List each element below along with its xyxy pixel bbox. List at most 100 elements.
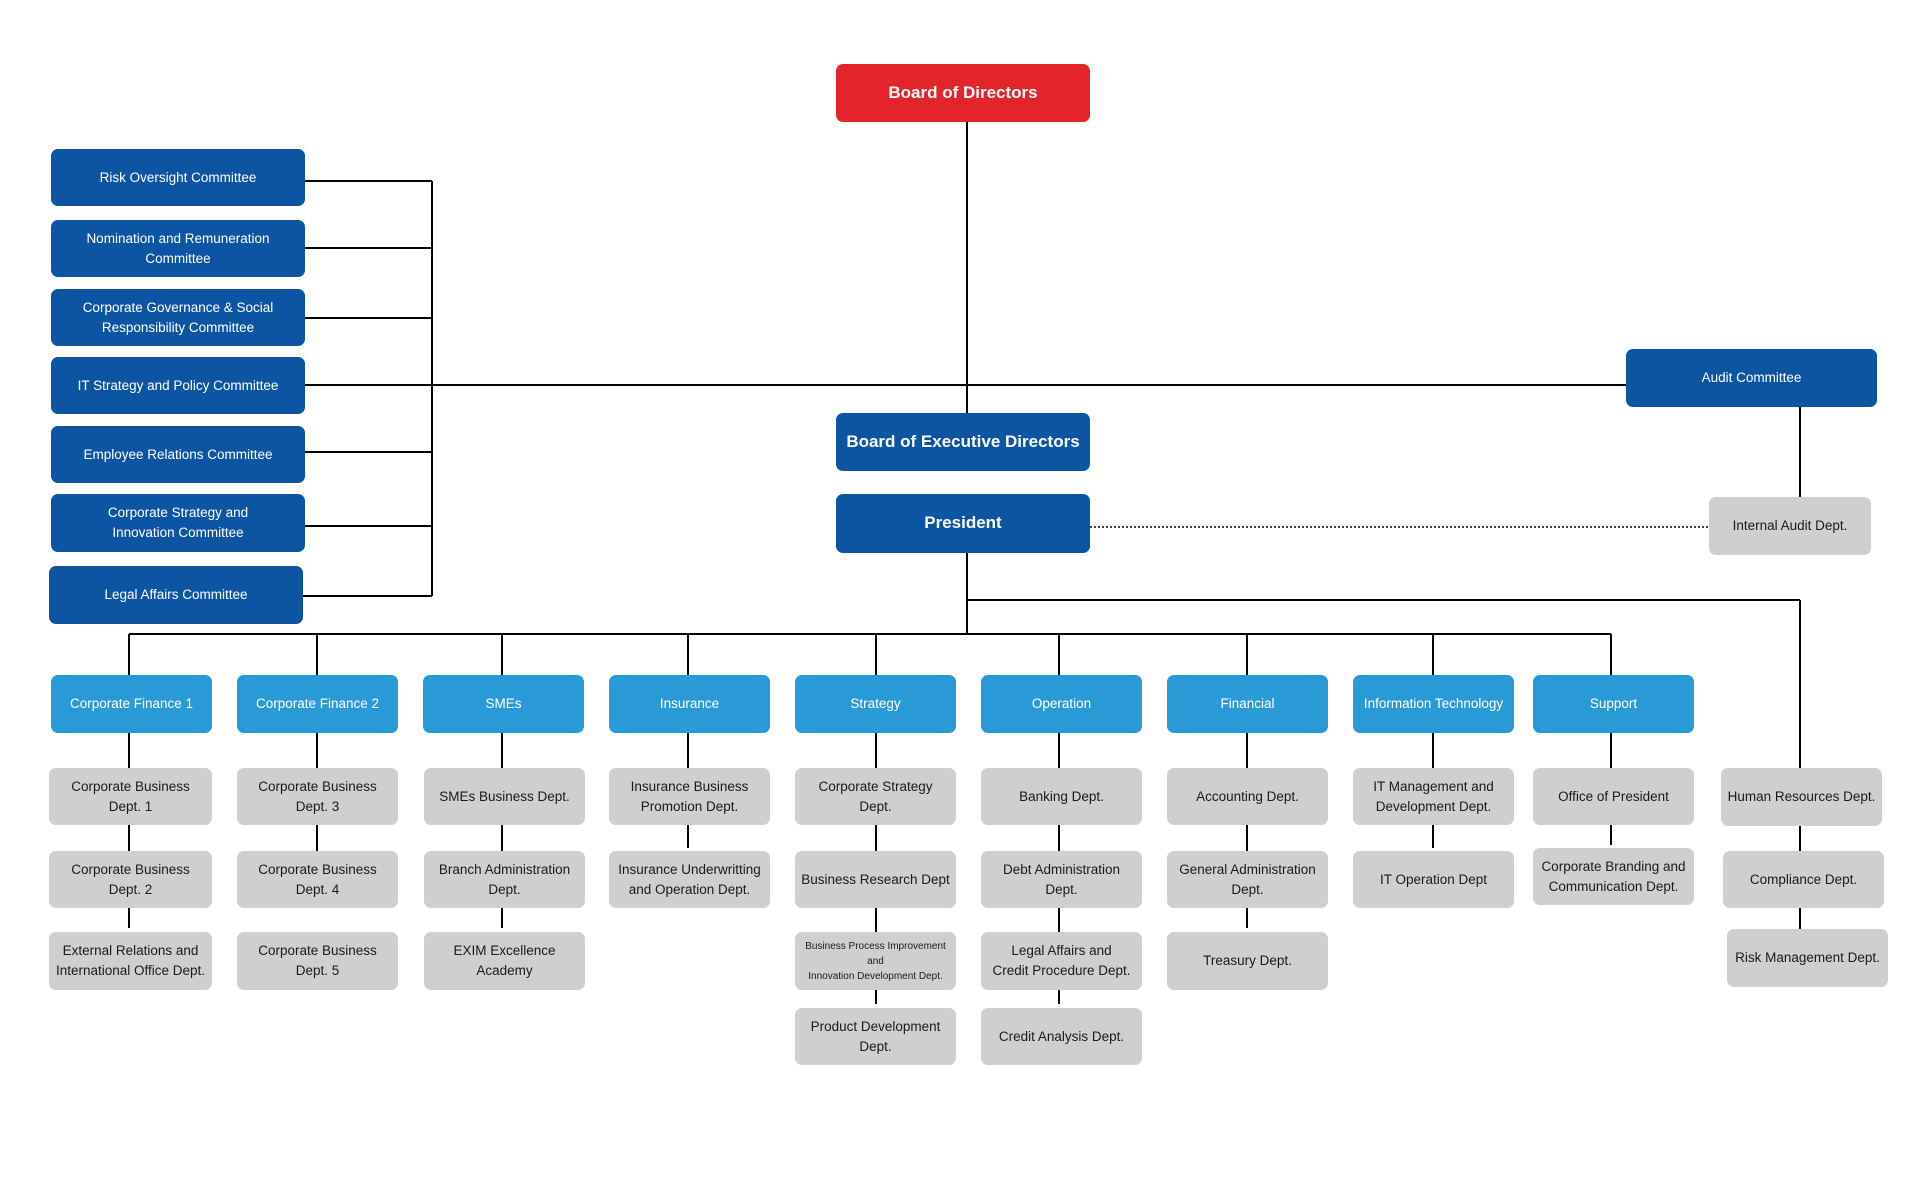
internal-audit-dept-label: Internal Audit Dept. xyxy=(1732,518,1848,534)
dept-box: Business Research Dept xyxy=(795,851,956,908)
dept-label: Corporate Business Dept. 1 xyxy=(71,778,190,814)
division-label: SMEs xyxy=(485,696,522,712)
dept-label: IT Management and Development Dept. xyxy=(1373,778,1494,814)
division-label: Support xyxy=(1589,696,1638,712)
dept-box: IT Management and Development Dept. xyxy=(1353,768,1514,825)
dept-box: Treasury Dept. xyxy=(1167,932,1328,990)
committee-label: Risk Oversight Committee xyxy=(99,169,257,185)
dept-box: Corporate Business Dept. 2 xyxy=(49,851,212,908)
internal-audit-dept-box: Internal Audit Dept. xyxy=(1709,497,1871,555)
dept-box: Corporate Strategy Dept. xyxy=(795,768,956,825)
committee-label: Corporate Strategy and Innovation Commit… xyxy=(107,505,249,540)
board-of-executive-directors-label: Board of Executive Directors xyxy=(846,431,1080,451)
dept-box: Insurance Underwritting and Operation De… xyxy=(609,851,770,908)
division-label: Insurance xyxy=(659,696,720,712)
dept-box: SMEs Business Dept. xyxy=(424,768,585,825)
dept-label: IT Operation Dept xyxy=(1379,871,1488,887)
dept-label: Human Resources Dept. xyxy=(1727,789,1876,805)
dept-label: Accounting Dept. xyxy=(1196,788,1299,804)
dept-box: Insurance Business Promotion Dept. xyxy=(609,768,770,825)
division-label: Financial xyxy=(1220,696,1275,712)
dept-box: IT Operation Dept xyxy=(1353,851,1514,908)
committee-corporate-strategy-innovation: Corporate Strategy and Innovation Commit… xyxy=(51,494,305,552)
board-of-executive-directors-box: Board of Executive Directors xyxy=(836,413,1090,471)
dept-box: Corporate Business Dept. 3 xyxy=(237,768,398,825)
president-label: President xyxy=(924,513,1002,533)
division-operation: Operation xyxy=(981,675,1142,733)
committee-risk-oversight: Risk Oversight Committee xyxy=(51,149,305,206)
dept-box: Product Development Dept. xyxy=(795,1008,956,1065)
dept-label: Risk Management Dept. xyxy=(1735,950,1880,966)
dept-box: Office of President xyxy=(1533,768,1694,825)
committee-nomination-remuneration: Nomination and Remuneration Committee xyxy=(51,220,305,277)
dept-compliance: Compliance Dept. xyxy=(1723,851,1884,908)
dept-box: Accounting Dept. xyxy=(1167,768,1328,825)
dept-label: Product Development Dept. xyxy=(810,1018,941,1054)
division-label: Strategy xyxy=(850,696,901,712)
board-of-directors-label: Board of Directors xyxy=(888,82,1038,102)
board-of-directors-box: Board of Directors xyxy=(836,64,1090,122)
dept-label: Insurance Business Promotion Dept. xyxy=(630,778,749,814)
dept-label: Corporate Business Dept. 4 xyxy=(258,861,377,897)
committee-legal-affairs: Legal Affairs Committee xyxy=(49,566,303,624)
dept-box: Corporate Business Dept. 1 xyxy=(49,768,212,825)
dept-label: General Administration Dept. xyxy=(1179,861,1316,897)
dept-box: External Relations and International Off… xyxy=(49,932,212,990)
dept-label: Insurance Underwritting and Operation De… xyxy=(618,861,761,897)
dept-label: Office of President xyxy=(1558,788,1669,804)
dept-label: Branch Administration Dept. xyxy=(438,861,571,897)
dept-label: EXIM Excellence Academy xyxy=(453,943,556,978)
dept-label: Treasury Dept. xyxy=(1203,953,1292,969)
division-label: Information Technology xyxy=(1363,696,1504,712)
dept-box: Legal Affairs and Credit Procedure Dept. xyxy=(981,932,1142,990)
dept-label: Corporate Business Dept. 3 xyxy=(258,778,377,814)
dept-box: Debt Administration Dept. xyxy=(981,851,1142,908)
dept-label: Business Research Dept xyxy=(801,871,950,887)
dept-label: Corporate Branding and Communication Dep… xyxy=(1541,858,1686,894)
division-support: Support xyxy=(1533,675,1694,733)
division-information-technology: Information Technology xyxy=(1353,675,1514,733)
committee-it-strategy-policy: IT Strategy and Policy Committee xyxy=(51,357,305,414)
dept-box: EXIM Excellence Academy xyxy=(424,932,585,990)
dept-label: Legal Affairs and Credit Procedure Dept. xyxy=(992,943,1131,978)
dept-label: Credit Analysis Dept. xyxy=(998,1028,1125,1044)
division-label: Operation xyxy=(1031,696,1092,712)
division-label: Corporate Finance 1 xyxy=(69,696,194,712)
dept-label: Corporate Strategy Dept. xyxy=(818,778,933,814)
dept-label: Business Process Improvement and Innovat… xyxy=(805,940,946,982)
division-smes: SMEs xyxy=(423,675,584,733)
dept-risk-management: Risk Management Dept. xyxy=(1727,929,1888,987)
dept-box: Corporate Business Dept. 4 xyxy=(237,851,398,908)
dept-box: Banking Dept. xyxy=(981,768,1142,825)
dept-label: Banking Dept. xyxy=(1019,788,1104,804)
committee-label: Legal Affairs Committee xyxy=(104,587,248,603)
committee-corporate-governance: Corporate Governance & Social Responsibi… xyxy=(51,289,305,346)
committee-label: Nomination and Remuneration Committee xyxy=(86,230,270,266)
dept-label: Debt Administration Dept. xyxy=(1002,861,1121,897)
dept-label: Compliance Dept. xyxy=(1749,871,1858,887)
dept-box: Corporate Branding and Communication Dep… xyxy=(1533,848,1694,905)
dept-box: Corporate Business Dept. 5 xyxy=(237,932,398,990)
dept-label: Corporate Business Dept. 2 xyxy=(71,861,190,897)
president-box: President xyxy=(836,494,1090,553)
dept-box: General Administration Dept. xyxy=(1167,851,1328,908)
division-label: Corporate Finance 2 xyxy=(255,696,380,712)
division-financial: Financial xyxy=(1167,675,1328,733)
audit-committee-label: Audit Committee xyxy=(1701,370,1802,386)
division-corporate-finance-2: Corporate Finance 2 xyxy=(237,675,398,733)
division-corporate-finance-1: Corporate Finance 1 xyxy=(51,675,212,733)
division-insurance: Insurance xyxy=(609,675,770,733)
committee-label: IT Strategy and Policy Committee xyxy=(77,377,279,393)
dept-box: Branch Administration Dept. xyxy=(424,851,585,908)
dept-human-resources: Human Resources Dept. xyxy=(1721,768,1882,826)
committee-label: Employee Relations Committee xyxy=(83,446,273,462)
dept-label: SMEs Business Dept. xyxy=(439,788,570,804)
dept-label: External Relations and International Off… xyxy=(55,943,206,978)
dept-box: Business Process Improvement and Innovat… xyxy=(795,932,956,990)
audit-committee-box: Audit Committee xyxy=(1626,349,1877,407)
dept-label: Corporate Business Dept. 5 xyxy=(258,943,377,978)
division-strategy: Strategy xyxy=(795,675,956,733)
committee-label: Corporate Governance & Social Responsibi… xyxy=(82,299,274,335)
committee-employee-relations: Employee Relations Committee xyxy=(51,426,305,483)
dept-box: Credit Analysis Dept. xyxy=(981,1008,1142,1065)
